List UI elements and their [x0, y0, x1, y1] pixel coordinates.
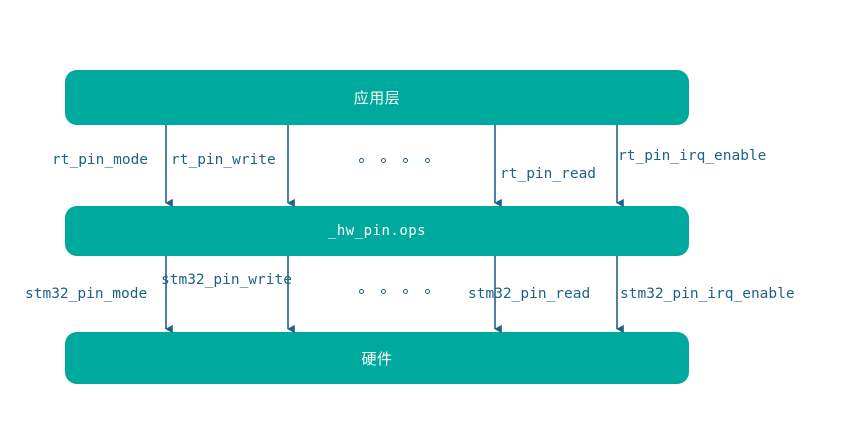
- ellipsis-dot: [359, 158, 364, 163]
- edge-label-rt-pin-irq-enable: rt_pin_irq_enable: [618, 148, 767, 164]
- edge-label-rt-pin-mode: rt_pin_mode: [52, 152, 149, 168]
- layer-label-hardware: 硬件: [361, 349, 393, 368]
- edge-label-rt-pin-write: rt_pin_write: [171, 152, 276, 168]
- layer-label-driver-ops: _hw_pin.ops: [327, 223, 427, 239]
- ellipsis-dot: [403, 289, 408, 294]
- ellipsis-dot: [403, 158, 408, 163]
- layer-box-hardware: 硬件: [65, 332, 689, 384]
- ellipsis-lower: [359, 289, 430, 294]
- ellipsis-dot: [381, 289, 386, 294]
- edge-label-stm32-pin-write: stm32_pin_write: [161, 272, 292, 288]
- layer-label-application: 应用层: [353, 89, 401, 107]
- ellipsis-dot: [359, 289, 364, 294]
- layer-box-application: 应用层: [65, 70, 689, 125]
- edge-label-stm32-pin-mode: stm32_pin_mode: [25, 286, 148, 302]
- ellipsis-dot: [425, 289, 430, 294]
- edge-label-stm32-pin-read: stm32_pin_read: [468, 286, 591, 302]
- edge-label-rt-pin-read: rt_pin_read: [500, 166, 597, 182]
- ellipsis-dot: [425, 158, 430, 163]
- ellipsis-dot: [381, 158, 386, 163]
- ellipsis-upper: [359, 158, 430, 163]
- edge-label-stm32-pin-irq-enable: stm32_pin_irq_enable: [620, 286, 795, 302]
- layer-box-driver-ops: _hw_pin.ops: [65, 206, 689, 256]
